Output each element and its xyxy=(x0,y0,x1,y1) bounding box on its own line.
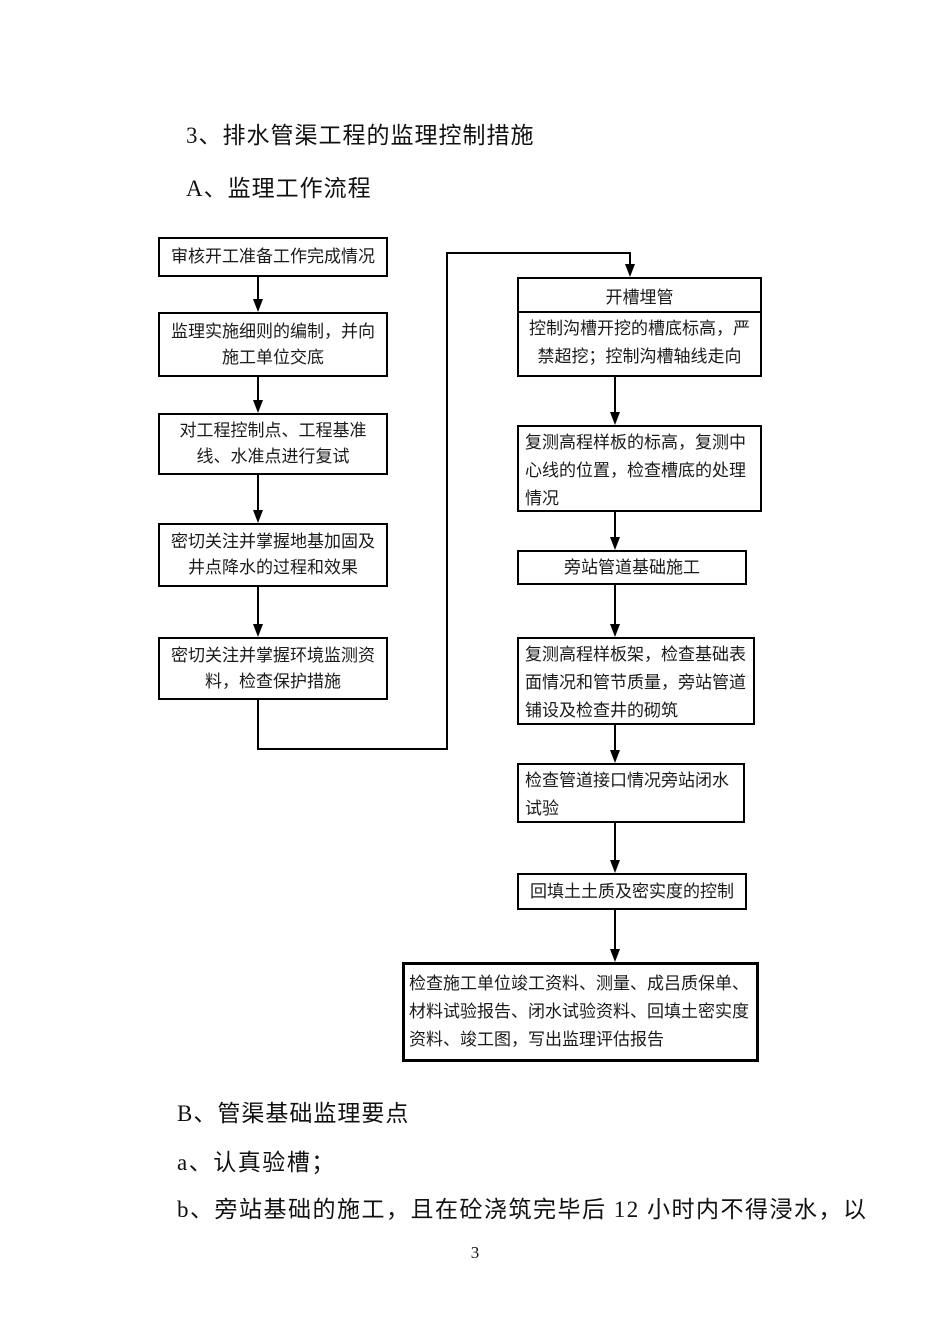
flow-box-pipe-foundation-witness: 旁站管道基础施工 xyxy=(517,550,747,585)
section-b-heading: B、管渠基础监理要点 xyxy=(177,1101,410,1126)
flow-box-pipe-joint-inspection: 检查管道接口情况旁站闭水试验 xyxy=(517,763,745,823)
section-a-heading: A、监理工作流程 xyxy=(186,176,372,201)
page-number: 3 xyxy=(470,1243,480,1262)
flow-box-trench-pipe: 开槽埋管 控制沟槽开挖的槽底标高，严禁超挖；控制沟槽轴线走向 xyxy=(517,277,762,377)
flow-box-control-points-retest: 对工程控制点、工程基准线、水准点进行复试 xyxy=(158,413,388,475)
section-3-heading: 3、排水管渠工程的监理控制措施 xyxy=(186,123,535,148)
point-b-text: b、旁站基础的施工，且在砼浇筑完毕后 12 小时内不得浸水，以 xyxy=(177,1197,868,1222)
flow-box-environment-monitoring: 密切关注并掌握环境监测资料，检查保护措施 xyxy=(158,637,388,700)
flow-box-review-preparation: 审核开工准备工作完成情况 xyxy=(158,237,388,277)
flow-box-supervision-rules: 监理实施细则的编制，并向施工单位交底 xyxy=(158,312,388,377)
flow-box-template-frame-retest: 复测高程样板架，检查基础表面情况和管节质量，旁站管道铺设及检查井的砌筑 xyxy=(517,637,755,725)
flow-box-elevation-template-retest: 复测高程样板的标高，复测中心线的位置，检查槽底的处理情况 xyxy=(517,425,762,512)
flow-box-completion-data-check: 检查施工单位竣工资料、测量、成吕质保单、材料试验报告、闭水试验资料、回填土密实度… xyxy=(402,962,759,1062)
point-a-text: a、认真验槽； xyxy=(177,1150,336,1175)
flow-box-backfill-control: 回填土土质及密实度的控制 xyxy=(517,873,747,910)
flow-box-foundation-reinforcement: 密切关注并掌握地基加固及井点降水的过程和效果 xyxy=(158,523,388,587)
flow-box-trench-pipe-body: 控制沟槽开挖的槽底标高，严禁超挖；控制沟槽轴线走向 xyxy=(529,319,750,366)
flow-box-trench-pipe-title: 开槽埋管 xyxy=(519,279,760,313)
